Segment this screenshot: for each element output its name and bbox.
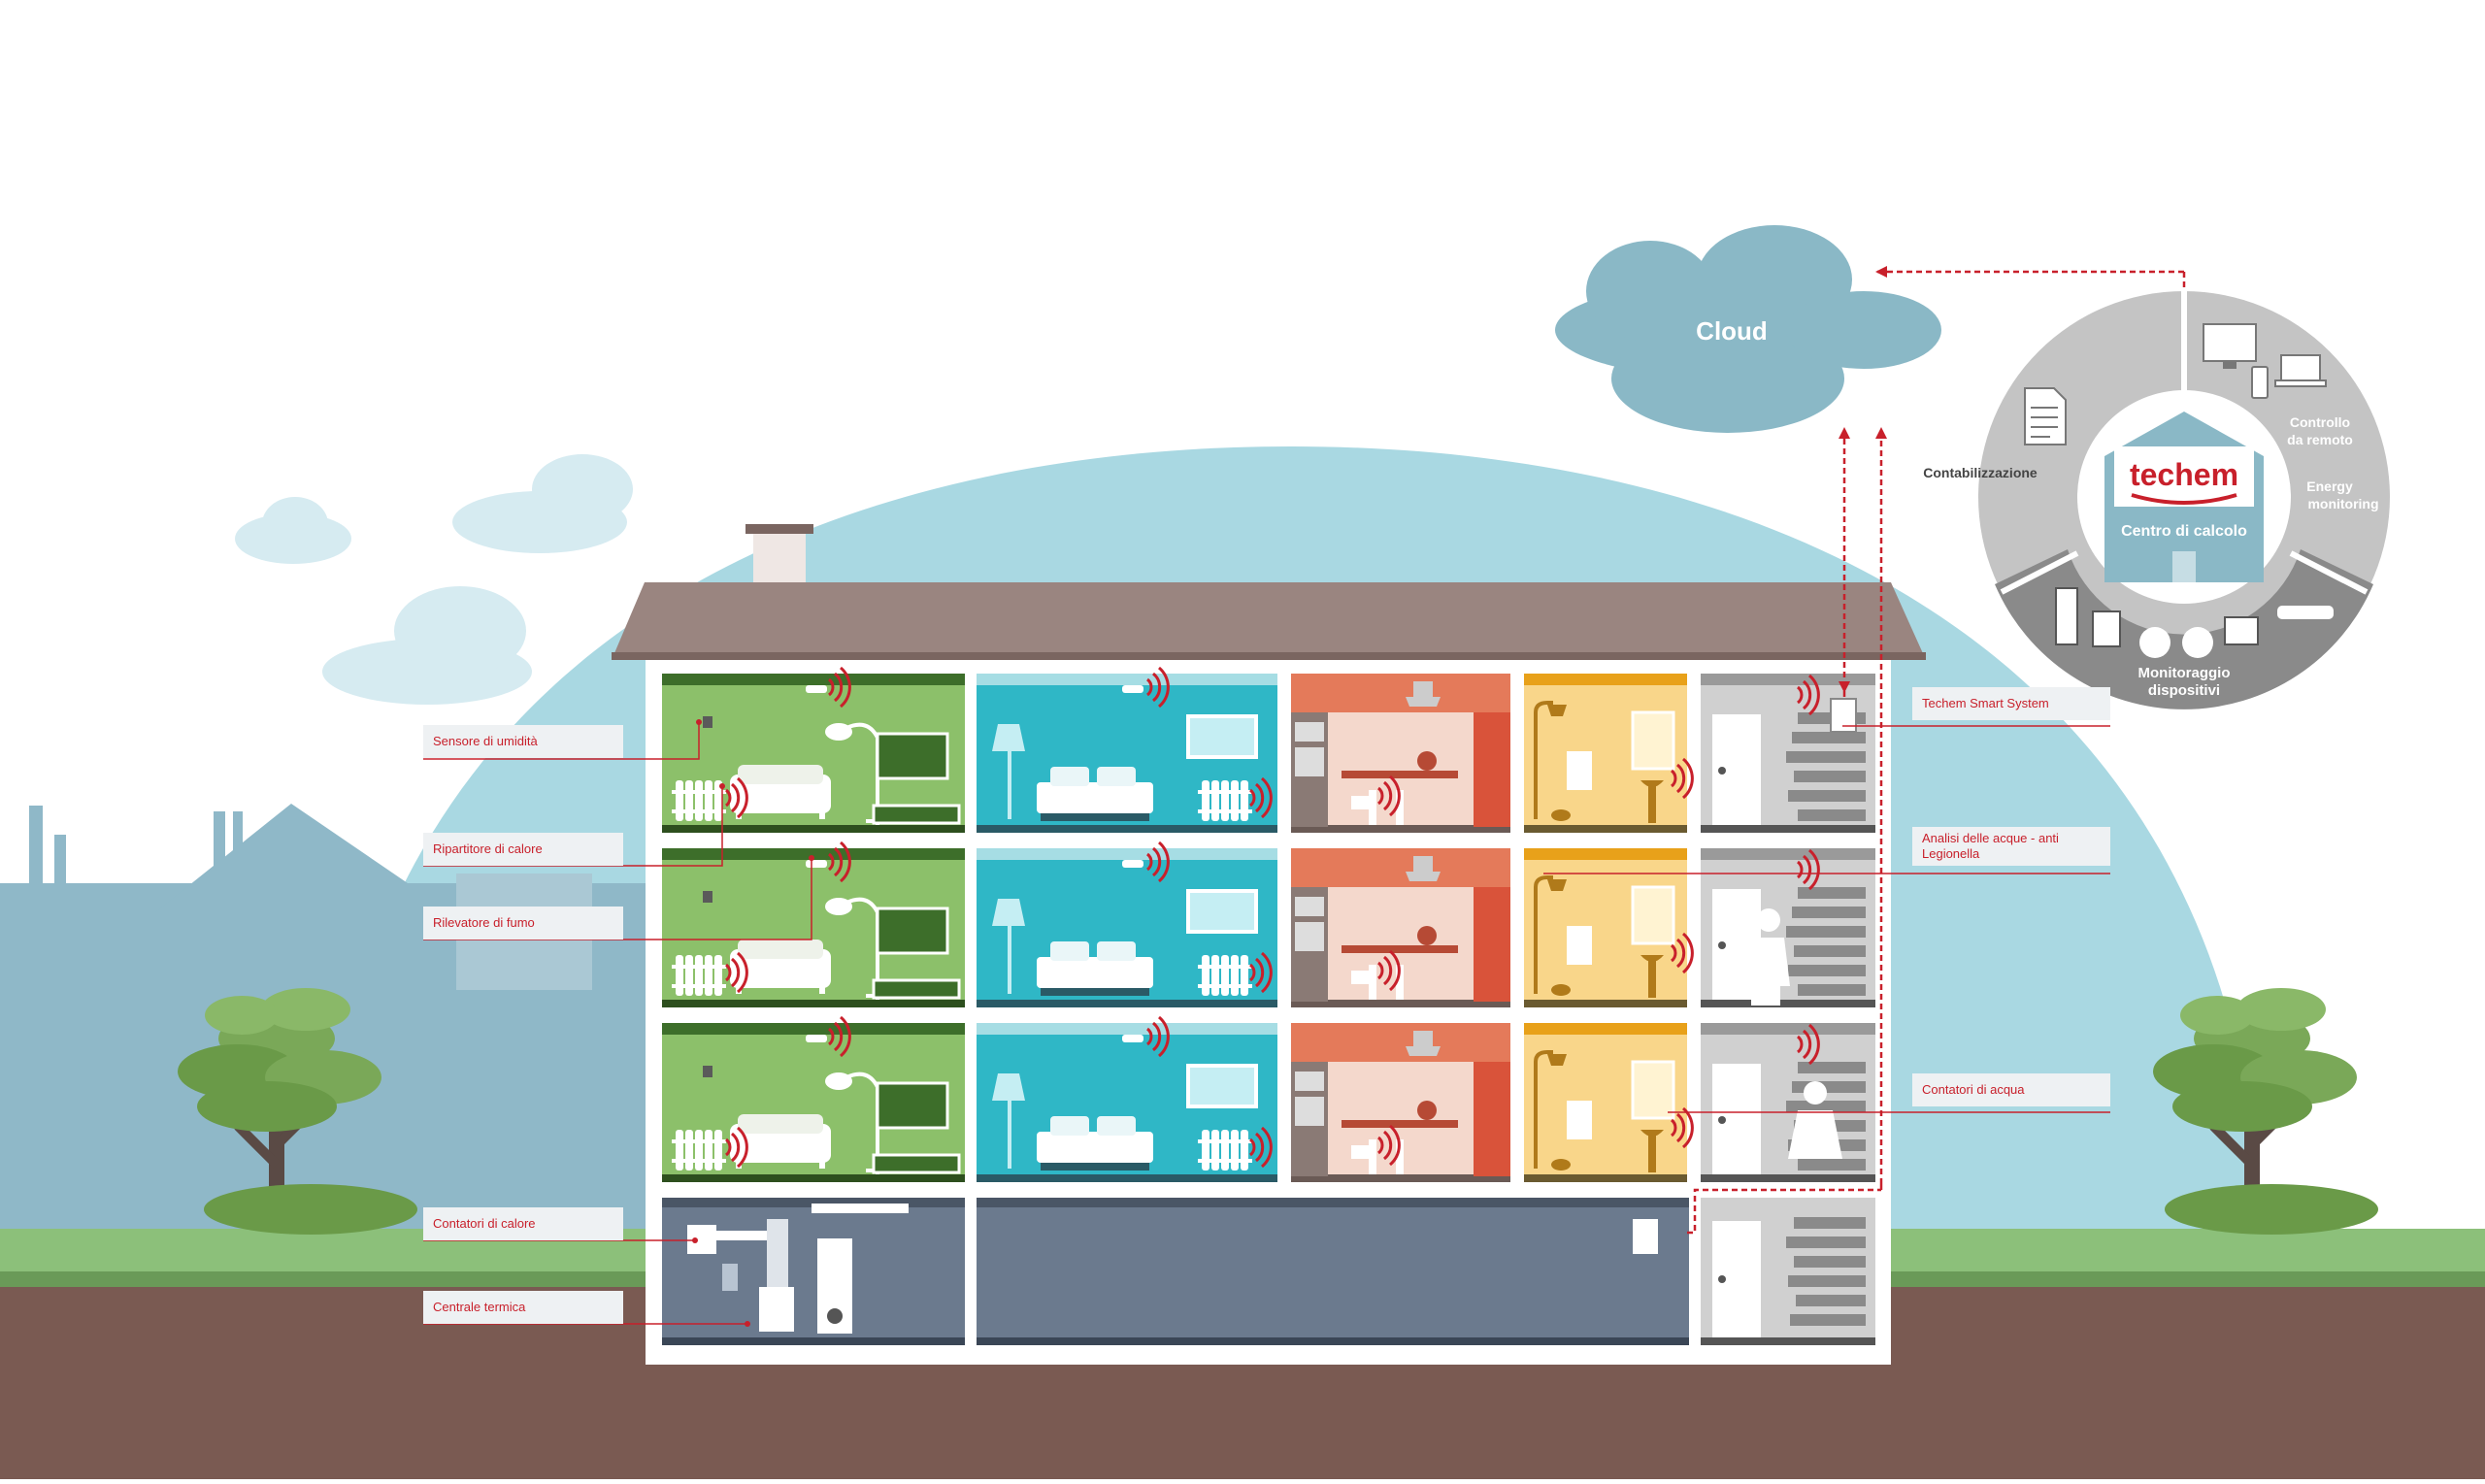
label-ripartitore-calore: Ripartitore di calore	[423, 833, 623, 866]
label-contatori-acqua: Contatori di acqua	[1912, 1073, 2110, 1106]
brand-logo: techem	[2130, 457, 2238, 492]
data-link-lines	[1687, 270, 2186, 1235]
segment-monitoraggio-line1: Monitoraggio	[2138, 665, 2231, 681]
cloud-label: Cloud	[1696, 316, 1768, 346]
segment-energy-line2: monitoring	[2307, 496, 2378, 511]
boiler-icon	[687, 1204, 909, 1334]
label-centrale-termica: Centrale termica	[423, 1291, 623, 1324]
person-icon	[1741, 908, 1842, 1159]
boiler-room	[662, 1198, 965, 1345]
basement-storage	[977, 1198, 1689, 1345]
meter-icon	[2055, 587, 2334, 658]
label-analisi-acque-line2: Legionella	[1922, 846, 1980, 861]
roof	[612, 582, 1926, 660]
cloud-icon	[1555, 225, 1941, 433]
label-sensore-umidita: Sensore di umidità	[423, 725, 623, 758]
leader-lines	[423, 722, 2110, 1325]
segment-controllo-line2: da remoto	[2287, 432, 2353, 447]
smart-system-device	[1830, 698, 1857, 733]
segment-controllo-line1: Controllo	[2290, 414, 2350, 430]
label-smart-system: Techem Smart System	[1912, 687, 2110, 720]
service-ring	[1978, 291, 2390, 709]
chimney	[753, 532, 806, 586]
center-label: Centro di calcolo	[2121, 523, 2247, 540]
small-clouds	[235, 454, 633, 705]
label-contatori-calore: Contatori di calore	[423, 1207, 623, 1240]
meter-icon	[1633, 1219, 1658, 1254]
laptop-icon	[2274, 354, 2327, 387]
segment-energy-line1: Energy	[2306, 478, 2353, 494]
monitor-icon	[2203, 323, 2257, 369]
document-icon	[2024, 387, 2067, 445]
segment-monitoraggio-line2: dispositivi	[2148, 682, 2220, 699]
label-rilevatore-fumo: Rilevatore di fumo	[423, 907, 623, 940]
label-analisi-acque-line1: Analisi delle acque - anti	[1922, 831, 2059, 845]
phone-icon	[2251, 366, 2269, 399]
segment-contabilizzazione: Contabilizzazione	[1923, 465, 2038, 480]
